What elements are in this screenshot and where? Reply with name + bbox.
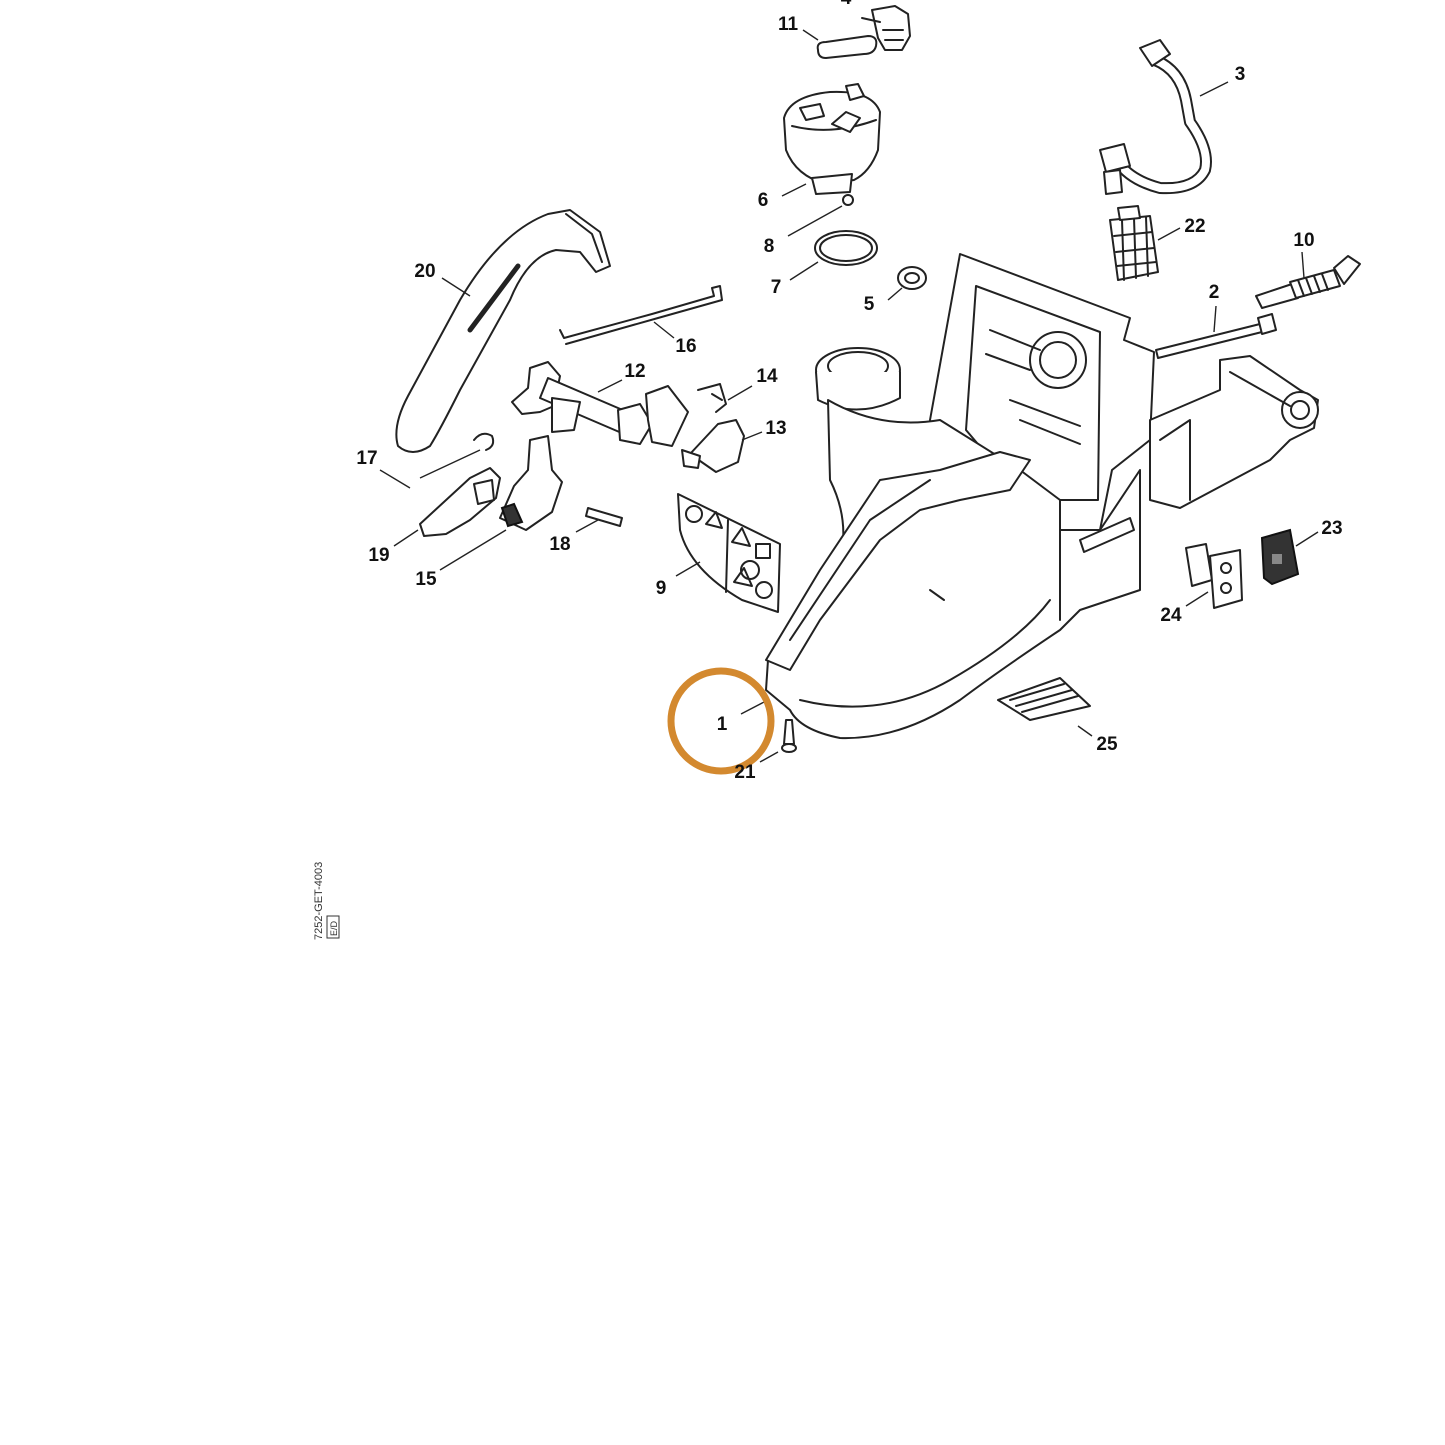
drawing-code-box-text: E/D (329, 920, 339, 936)
drawing-code-text: 7252-GET-4003 (313, 862, 325, 940)
callout-10[interactable]: 10 (1293, 230, 1314, 251)
part-15-trigger[interactable] (499, 435, 563, 531)
part-13-lever[interactable] (681, 419, 745, 473)
callout-25[interactable]: 25 (1096, 734, 1118, 755)
callout-19[interactable]: 19 (368, 545, 389, 566)
part-11-hose[interactable] (816, 35, 878, 59)
callout-6[interactable]: 6 (758, 190, 769, 211)
callout-17[interactable]: 17 (356, 448, 377, 469)
callout-23[interactable]: 23 (1321, 518, 1342, 539)
callout-21[interactable]: 21 (734, 762, 756, 783)
part-17-retaining-ring[interactable] (473, 432, 495, 451)
part-10-impulse-hose[interactable] (1255, 255, 1361, 309)
part-20-handle-cover[interactable] (395, 209, 611, 453)
callout-13[interactable]: 13 (765, 418, 786, 439)
part-8-pin[interactable] (842, 194, 854, 206)
callout-3[interactable]: 3 (1235, 64, 1246, 85)
callout-11[interactable]: 11 (778, 14, 799, 35)
drawing-code: 7252-GET-4003 (313, 862, 325, 940)
part-21-screw[interactable] (781, 719, 797, 753)
callout-4[interactable]: 4 (841, 0, 852, 9)
part-25-plate[interactable] (997, 677, 1091, 721)
part-18-roll-pin[interactable] (585, 507, 623, 527)
callout-12[interactable]: 12 (624, 361, 645, 382)
part-5-grommet[interactable] (897, 266, 927, 290)
callout-16[interactable]: 16 (675, 336, 696, 357)
part-16-rod[interactable] (559, 285, 723, 345)
part-23-switch[interactable] (1260, 528, 1300, 586)
callout-20[interactable]: 20 (414, 261, 435, 282)
callout-7[interactable]: 7 (771, 277, 782, 298)
drawing-code-box: E/D (326, 915, 340, 939)
part-4-valve[interactable] (861, 5, 911, 51)
part-1-housing[interactable] (765, 253, 1319, 740)
part-2-bolt[interactable] (1155, 313, 1277, 359)
callout-24[interactable]: 24 (1160, 605, 1182, 626)
part-19-lockout-lever[interactable] (419, 467, 501, 537)
callout-22[interactable]: 22 (1184, 216, 1205, 237)
callout-8[interactable]: 8 (764, 236, 775, 257)
part-12-throttle-shaft[interactable] (511, 361, 689, 447)
part-6-tank-cap[interactable] (783, 83, 881, 195)
part-24-connector[interactable] (1185, 543, 1243, 609)
callout-15[interactable]: 15 (415, 569, 437, 590)
callout-9[interactable]: 9 (656, 578, 667, 599)
part-9-label[interactable] (677, 493, 781, 613)
part-3-fuel-hose[interactable] (1099, 39, 1212, 195)
callout-14[interactable]: 14 (756, 366, 778, 387)
part-14-spring[interactable] (697, 383, 727, 413)
callout-18[interactable]: 18 (549, 534, 570, 555)
callout-2[interactable]: 2 (1209, 282, 1220, 303)
callout-numbers: 1 2 3 4 5 6 7 8 9 10 11 12 13 14 15 16 1… (356, 0, 1342, 783)
leader-lines (379, 29, 1319, 763)
callout-5[interactable]: 5 (864, 294, 875, 315)
callout-1[interactable]: 1 (717, 714, 728, 735)
part-22-fuel-filter[interactable] (1109, 205, 1159, 281)
part-7-o-ring[interactable] (814, 230, 878, 266)
highlight-ring (667, 667, 775, 775)
